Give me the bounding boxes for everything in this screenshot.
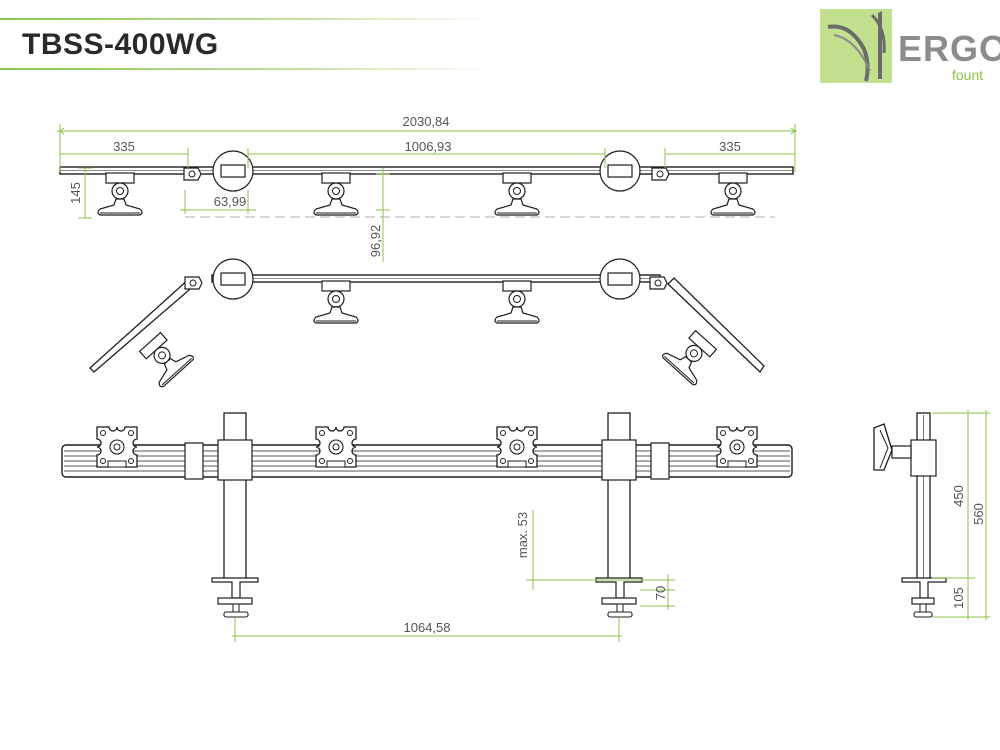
title-rule-bottom — [0, 68, 500, 70]
dimension-labels: 2030,84 335 1006,93 335 63,99 145 96,92 … — [68, 114, 986, 635]
dim-end-arm-left: 335 — [113, 139, 135, 154]
dim-clamp-max: max. 53 — [515, 512, 530, 558]
dim-mount-height: 145 — [68, 182, 83, 204]
dim-center-span: 1006,93 — [405, 139, 452, 154]
front-view — [61, 412, 793, 618]
dim-side-105: 105 — [951, 587, 966, 609]
ergofount-swoosh-icon — [827, 11, 886, 82]
dim-pole-distance: 1064,58 — [404, 620, 451, 635]
page-title: TBSS-400WG — [22, 28, 219, 61]
angled-view — [89, 258, 765, 389]
title-rule-top — [0, 18, 500, 20]
logo-badge — [820, 9, 892, 83]
dimension-lines — [57, 124, 990, 642]
dim-drop: 96,92 — [368, 225, 383, 258]
logo-brand: ERGO — [898, 28, 1000, 69]
dim-joint-offset: 63,99 — [214, 194, 247, 209]
dim-total-length: 2030,84 — [403, 114, 450, 129]
dim-side-560: 560 — [971, 503, 986, 525]
dim-end-arm-right: 335 — [719, 139, 741, 154]
side-view — [873, 412, 947, 618]
logo-sub: fount — [952, 67, 984, 83]
dim-clamp-height: 70 — [653, 586, 668, 600]
dim-side-450: 450 — [951, 485, 966, 507]
top-view — [59, 150, 794, 218]
